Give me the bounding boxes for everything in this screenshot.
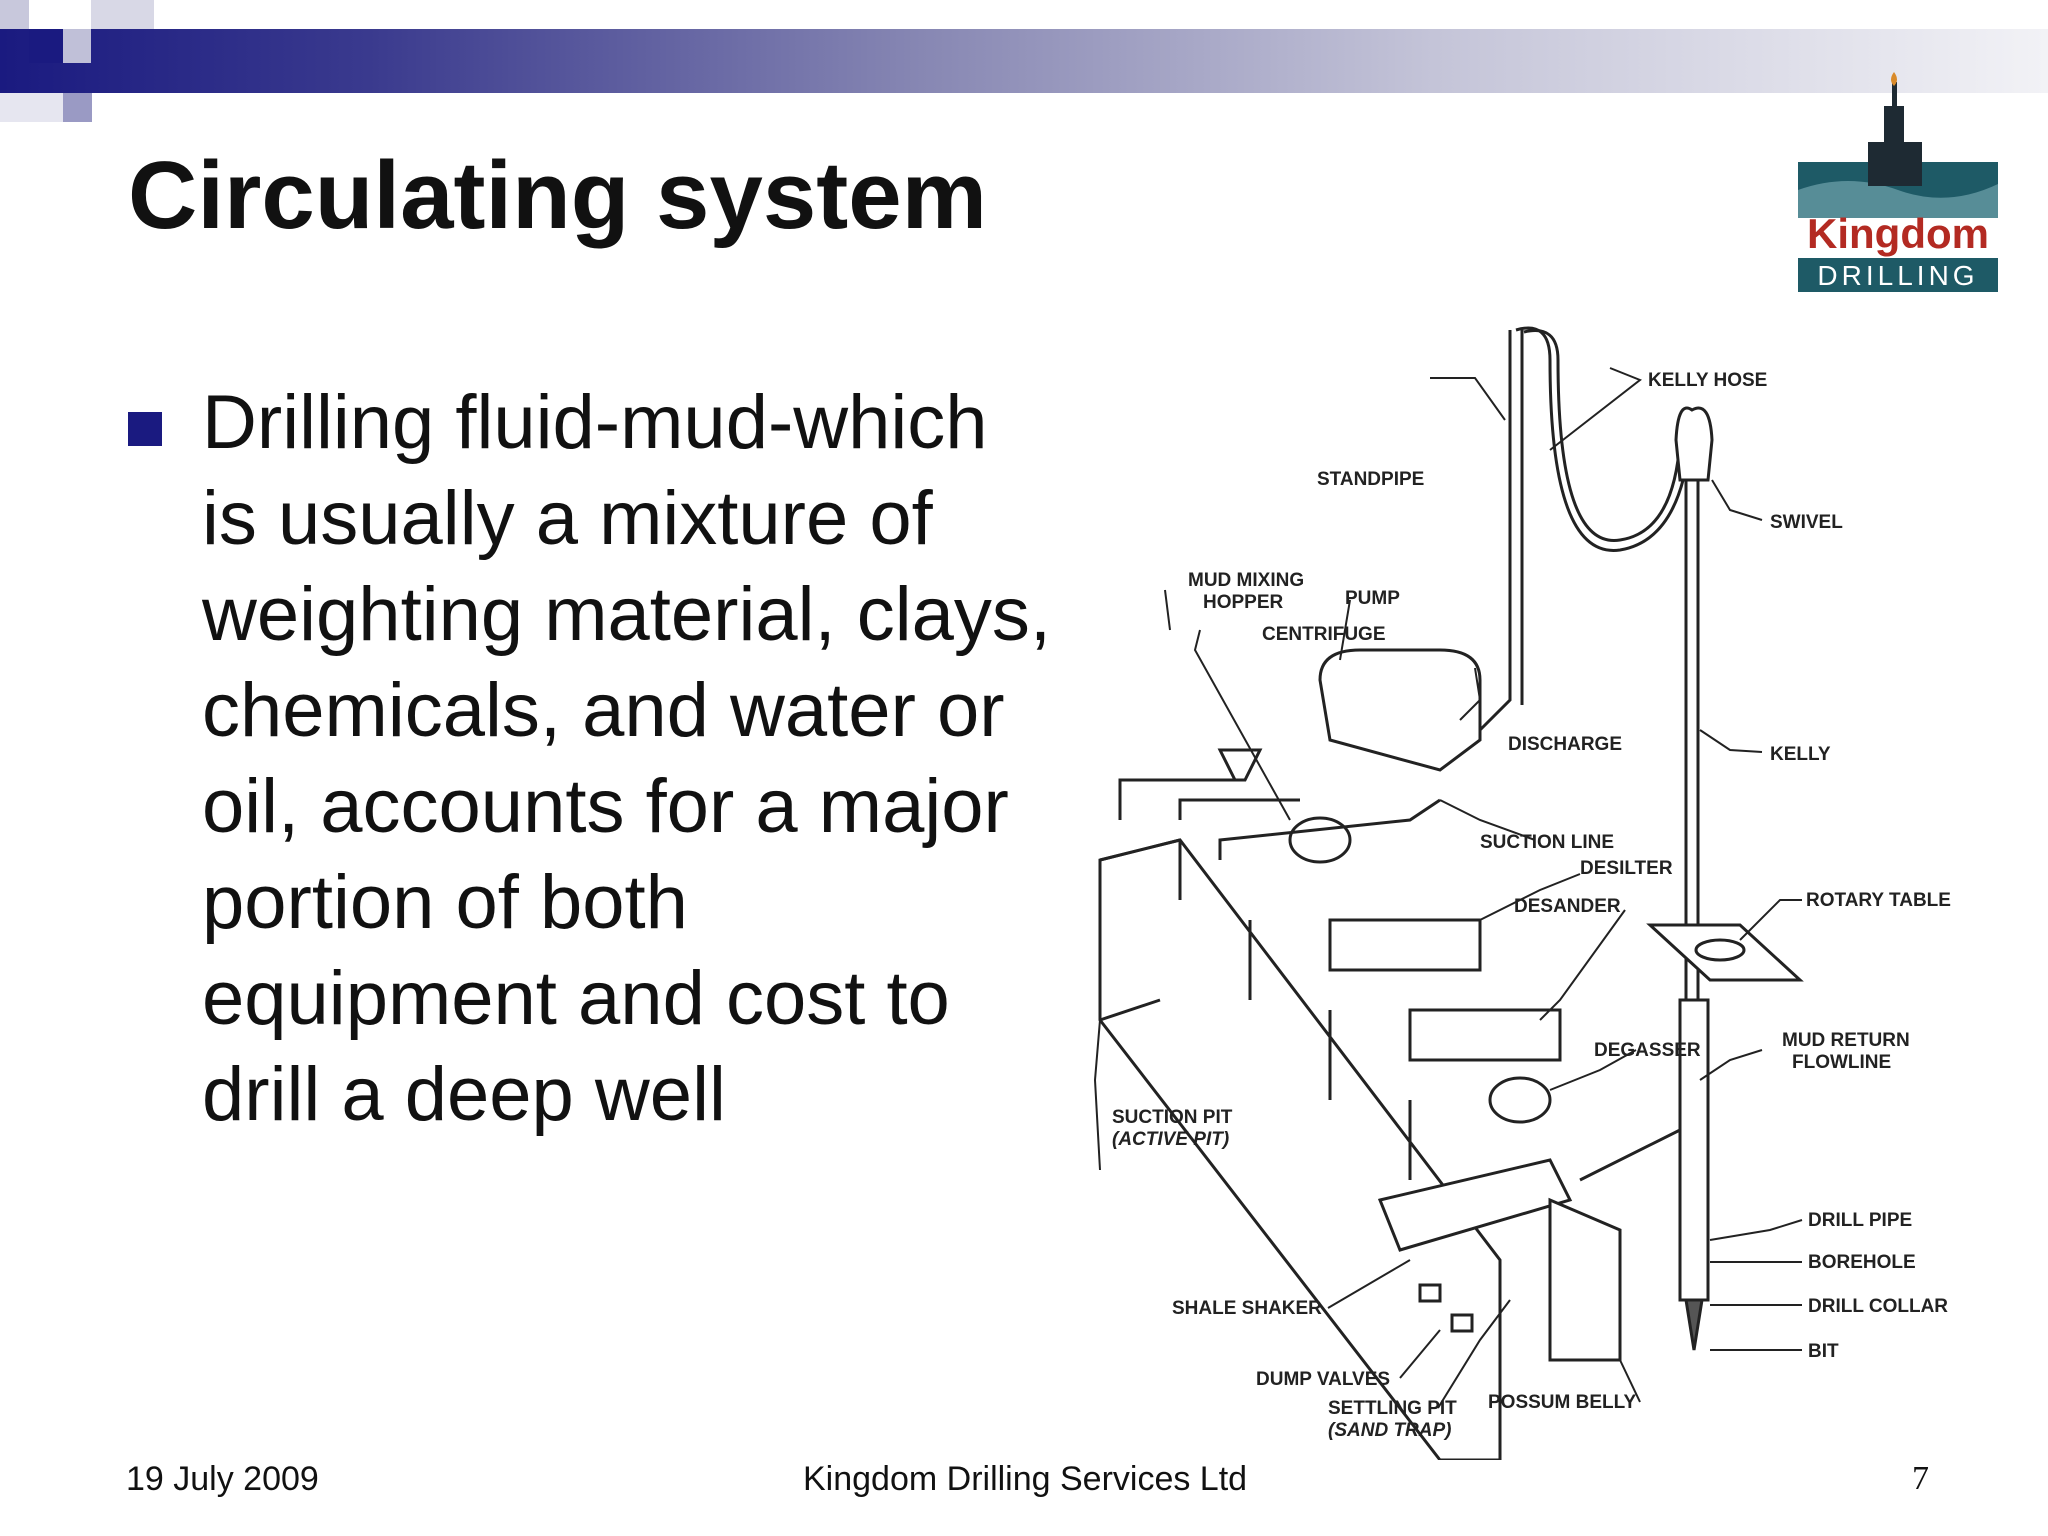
label-suction-pit: SUCTION PIT [1112, 1107, 1233, 1128]
logo-kingdom-text: Kingdom [1807, 210, 1989, 257]
label-discharge: DISCHARGE [1508, 734, 1622, 755]
slide-title: Circulating system [128, 142, 987, 249]
header-square-light [91, 0, 154, 29]
label-mud-return: MUD RETURN [1782, 1030, 1910, 1051]
label-desander: DESANDER [1514, 896, 1621, 917]
footer-page-number: 7 [1912, 1460, 1929, 1497]
footer-company: Kingdom Drilling Services Ltd [803, 1460, 1248, 1498]
label-active-pit: (ACTIVE PIT) [1112, 1129, 1229, 1150]
header-square-mid [63, 93, 92, 122]
label-flowline: FLOWLINE [1792, 1052, 1891, 1073]
footer-date: 19 July 2009 [126, 1460, 319, 1498]
header-square-light [0, 93, 63, 122]
label-kelly: KELLY [1770, 744, 1831, 765]
label-dump-valves: DUMP VALVES [1256, 1369, 1390, 1390]
label-drill-pipe: DRILL PIPE [1808, 1210, 1912, 1231]
label-swivel: SWIVEL [1770, 512, 1843, 533]
header-gradient-bar [0, 29, 2048, 93]
label-pump: PUMP [1345, 588, 1400, 609]
header-square-mid [63, 29, 91, 63]
logo-drilling-text: DRILLING [1817, 260, 1978, 291]
label-settling-pit: SETTLING PIT [1328, 1398, 1457, 1419]
label-suction-line: SUCTION LINE [1480, 832, 1614, 853]
label-kelly-hose: KELLY HOSE [1648, 370, 1767, 391]
label-bit: BIT [1808, 1341, 1839, 1362]
label-possum-belly: POSSUM BELLY [1488, 1392, 1636, 1413]
kingdom-drilling-logo: Kingdom DRILLING [1798, 72, 1998, 292]
label-centrifuge: CENTRIFUGE [1262, 624, 1386, 645]
label-shale-shaker: SHALE SHAKER [1172, 1298, 1322, 1319]
header-square-dark [29, 29, 63, 63]
label-rotary-table: ROTARY TABLE [1806, 890, 1951, 911]
label-degasser: DEGASSER [1594, 1040, 1701, 1061]
label-desilter: DESILTER [1580, 858, 1673, 879]
label-borehole: BOREHOLE [1808, 1252, 1916, 1273]
label-mud-mixing: MUD MIXING [1188, 570, 1304, 591]
bullet-text: Drilling fluid-mud-which is usually a mi… [202, 380, 1052, 1137]
label-standpipe: STANDPIPE [1317, 469, 1424, 490]
label-hopper: HOPPER [1203, 592, 1284, 613]
header-square-light [0, 0, 29, 29]
label-sand-trap: (SAND TRAP) [1328, 1420, 1452, 1441]
bullet-marker [128, 412, 162, 446]
circulating-system-diagram: KELLY HOSE STANDPIPE SWIVEL MUD MIXING H… [1093, 326, 1951, 1460]
label-drill-collar: DRILL COLLAR [1808, 1296, 1948, 1317]
